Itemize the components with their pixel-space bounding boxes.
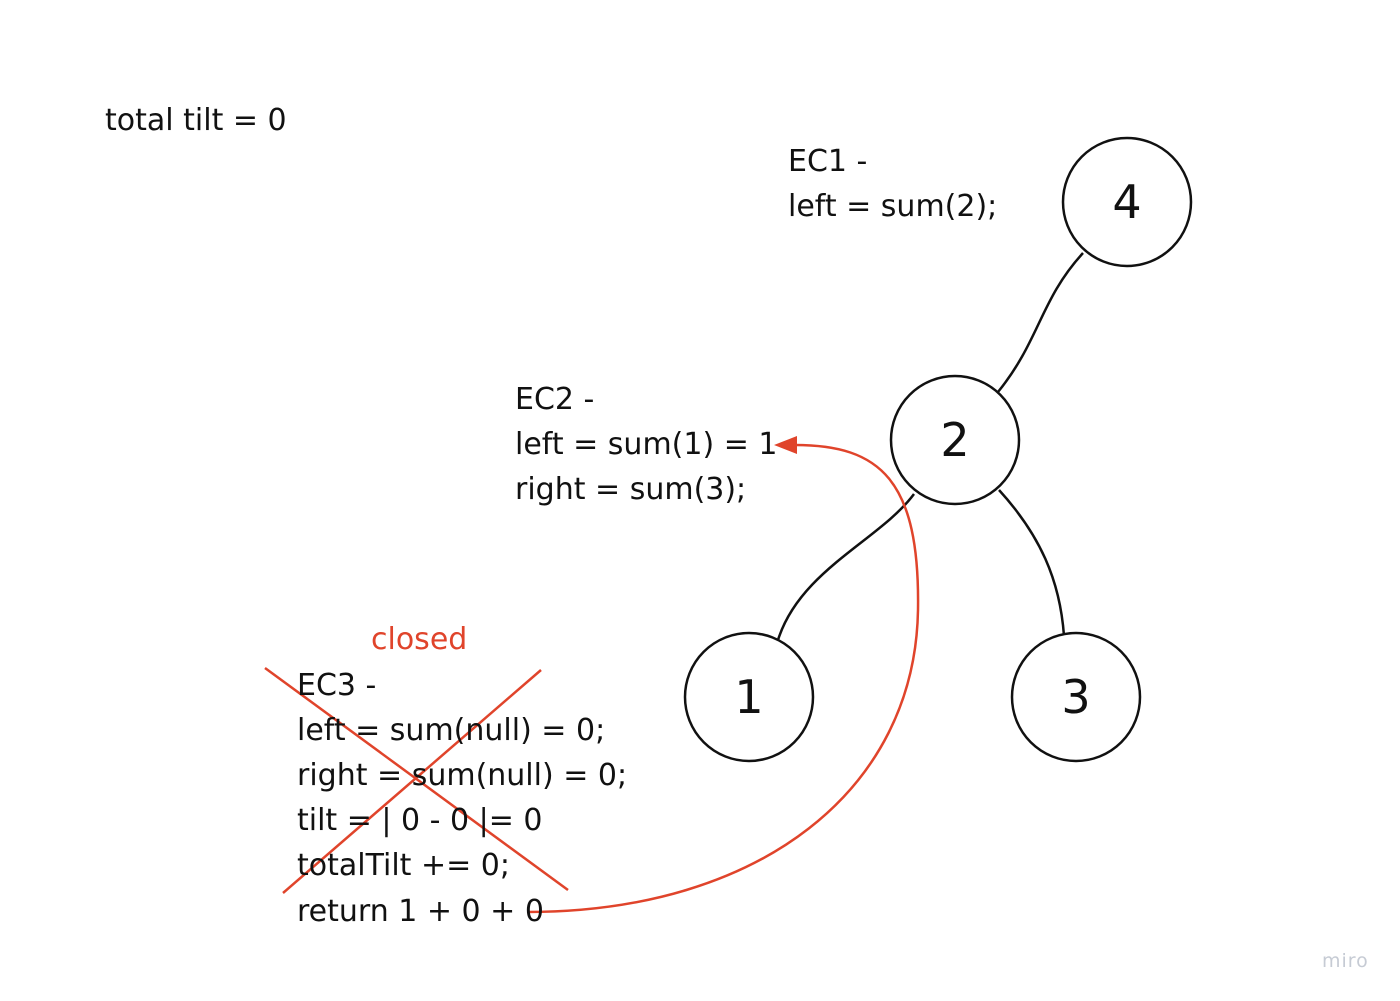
node-label-1: 1 (734, 670, 763, 724)
ec3-status-label: closed (371, 622, 468, 657)
ec2-line: EC2 - (515, 382, 595, 417)
strike-line-2 (282, 669, 542, 894)
ec3-line: totalTilt += 0; (297, 848, 510, 883)
brand-logo: miro (1322, 950, 1369, 972)
edge-2-3 (998, 489, 1066, 637)
ec2-line: left = sum(1) = 1 (515, 427, 778, 462)
node-3: 3 (1010, 631, 1142, 763)
arrow-head-icon (774, 436, 797, 454)
node-label-3: 3 (1061, 670, 1090, 724)
edge-4-2 (997, 252, 1084, 393)
node-label-2: 2 (940, 413, 969, 467)
ec1-line: EC1 - (788, 144, 868, 179)
total-tilt-label: total tilt = 0 (105, 103, 287, 138)
ec3-line: left = sum(null) = 0; (297, 713, 606, 748)
node-label-4: 4 (1112, 175, 1141, 229)
edge-2-1 (776, 493, 916, 641)
ec3-line: EC3 - (297, 668, 377, 703)
node-2: 2 (889, 374, 1021, 506)
ec3-line: right = sum(null) = 0; (297, 758, 628, 793)
return-arrow-curve (526, 443, 920, 914)
ec3-line: tilt = | 0 - 0 |= 0 (297, 803, 543, 838)
node-1: 1 (683, 631, 815, 763)
node-4: 4 (1061, 136, 1193, 268)
ec3-line: return 1 + 0 + 0 (297, 894, 544, 929)
ec1-line: left = sum(2); (788, 189, 998, 224)
ec2-line: right = sum(3); (515, 472, 747, 507)
